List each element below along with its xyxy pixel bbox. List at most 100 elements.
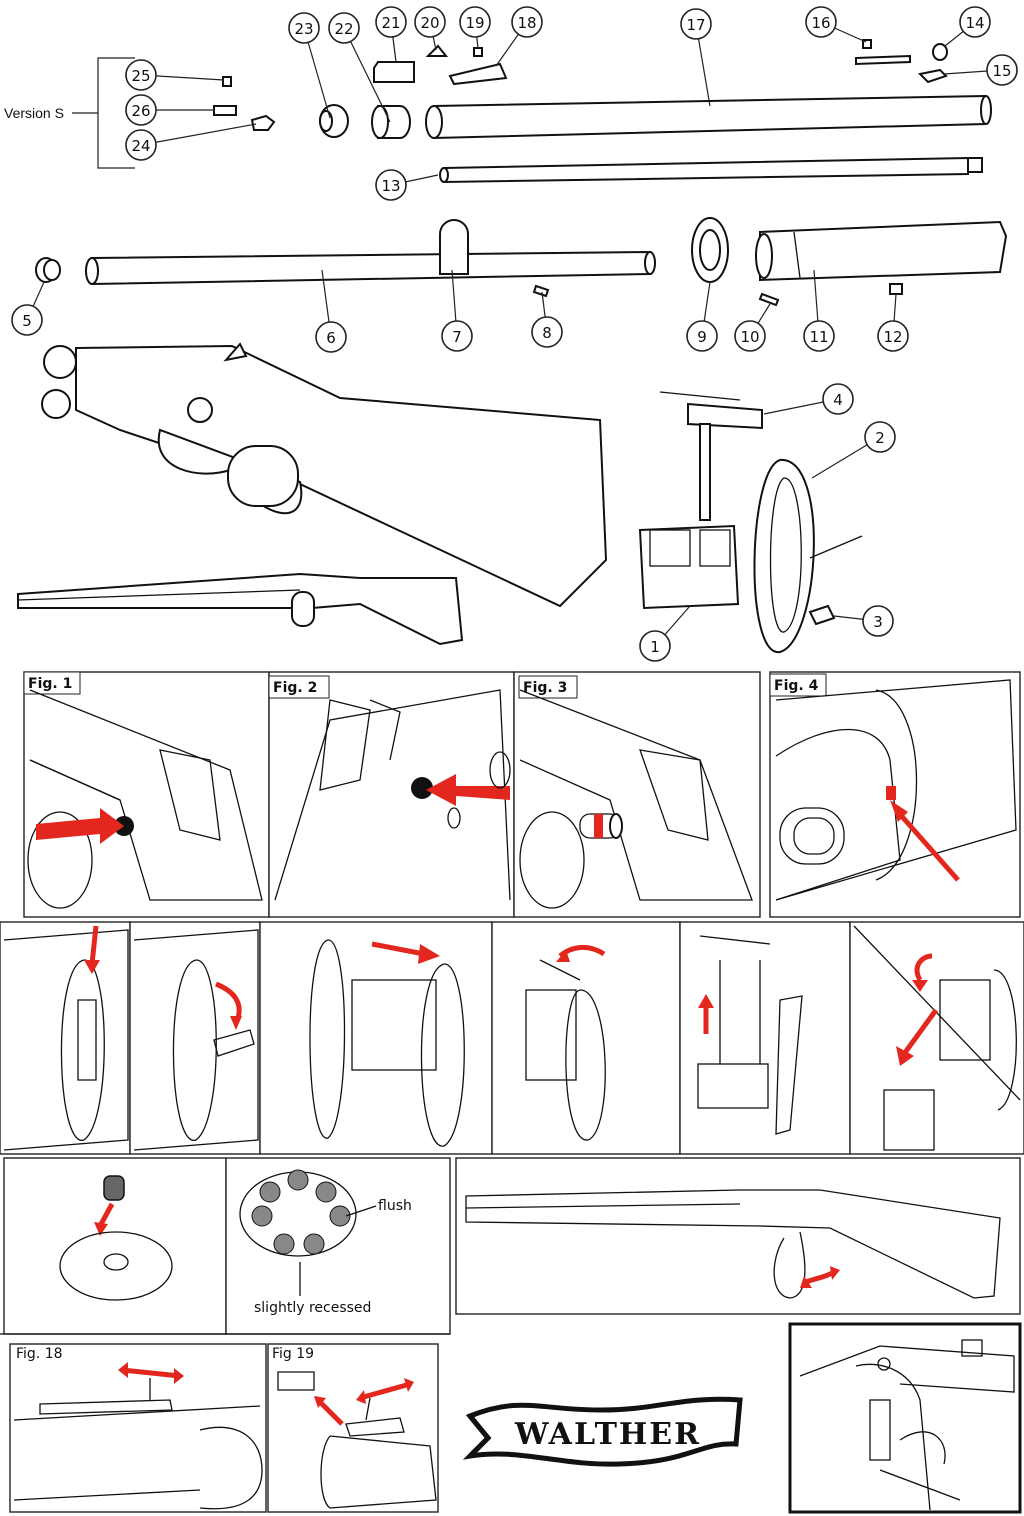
rifle-overview-small: [17, 572, 464, 646]
callout-number: 5: [22, 312, 32, 330]
receiver-and-stock: [41, 342, 608, 608]
callout-circle: [375, 169, 407, 201]
fig1-drawing: [27, 689, 263, 909]
fig1-panel: [23, 671, 270, 918]
callout-circle: [686, 320, 718, 352]
callout-circle: [531, 316, 563, 348]
part-7-band: [439, 219, 469, 275]
callout-circle: [125, 129, 157, 161]
part-19-screw: [473, 47, 483, 57]
callout-9: 9: [686, 281, 718, 352]
callout-number: 9: [697, 328, 707, 346]
callout-5: 5: [11, 281, 45, 336]
step3-drawing: [309, 939, 465, 1147]
callout-23: 23: [288, 12, 331, 119]
part-26-pin: [213, 105, 237, 116]
callout-number: 19: [465, 14, 484, 32]
callout-number: 14: [965, 14, 984, 32]
callout-circle: [315, 321, 347, 353]
callout-10: 10: [734, 303, 771, 352]
callout-15: 15: [943, 54, 1018, 86]
fig2-drawing: [274, 689, 511, 901]
fig2-arrow: [426, 774, 510, 806]
cocking-panel: [455, 1157, 1021, 1315]
step2-drawing: [133, 929, 259, 1151]
callout-number: 2: [875, 429, 885, 447]
part-20-blade: [425, 44, 449, 57]
callout-circle: [459, 6, 491, 38]
part-12-screw: [889, 283, 903, 295]
callout-circle: [11, 304, 43, 336]
fig3-label: Fig. 3: [523, 680, 567, 696]
step6-drawing: [853, 925, 1021, 1151]
mag-load-drawing: [59, 1175, 173, 1301]
callout-circle: [877, 320, 909, 352]
callout-6: 6: [315, 269, 347, 353]
part-11-forend: [755, 220, 1008, 282]
callout-16: 16: [805, 6, 867, 43]
fig1-arrow: [36, 808, 124, 844]
callout-number: 6: [326, 329, 336, 347]
fig18-drawing: [13, 1362, 263, 1510]
callout-circle: [328, 12, 360, 44]
callout-1: 1: [639, 605, 691, 662]
fig19-label: Fig 19: [272, 1346, 314, 1362]
callout-number: 3: [873, 613, 883, 631]
callout-number: 22: [334, 20, 353, 38]
callout-circle: [680, 8, 712, 40]
fig-row-4: Fig. 18 Fig 19 WALTHER: [0, 1322, 1022, 1514]
part-5-plug: [35, 257, 61, 283]
callout-number: 18: [517, 14, 536, 32]
fig4-label: Fig. 4: [774, 678, 819, 694]
step-panel-4: [491, 921, 681, 1155]
callout-17: 17: [680, 8, 712, 107]
step-panel-1: [0, 921, 131, 1155]
callout-circle: [441, 320, 473, 352]
part-24-sight: [250, 114, 276, 131]
detail-drawing: [799, 1339, 1015, 1511]
callout-13: 13: [375, 169, 439, 201]
callout-circle: [414, 6, 446, 38]
callout-number: 4: [833, 391, 843, 409]
step4-drawing: [525, 945, 606, 1141]
callout-number: 12: [883, 328, 902, 346]
callout-3: 3: [833, 605, 894, 637]
step-panel-2: [129, 921, 261, 1155]
callout-circle: [986, 54, 1018, 86]
step-panel-3: [259, 921, 493, 1155]
part-18-front-sight: [448, 62, 508, 86]
part-23-front-cap: [319, 104, 349, 138]
fig3-panel: [513, 671, 761, 918]
cocking-drawing: [465, 1189, 1001, 1299]
callout-number: 21: [381, 14, 400, 32]
callout-circle: [959, 6, 991, 38]
callout-26: 26: [125, 94, 214, 126]
recessed-label: slightly recessed: [254, 1300, 371, 1316]
callout-2: 2: [811, 421, 896, 479]
part-3-screw: [808, 604, 836, 626]
fig2-label: Fig. 2: [273, 680, 317, 696]
callout-circle: [805, 6, 837, 38]
callout-circle: [125, 59, 157, 91]
version-label: Version S: [4, 105, 64, 121]
callout-circle: [375, 6, 407, 38]
callout-number: 8: [542, 324, 552, 342]
callout-14: 14: [944, 6, 991, 47]
part-4-loading-tool: [659, 391, 763, 521]
part-6-magazine-tube: [85, 250, 656, 286]
fig-row-2: [0, 921, 1024, 1155]
callout-7: 7: [441, 269, 473, 352]
step5-drawing: [697, 935, 803, 1135]
callout-4: 4: [763, 383, 854, 415]
fig18-label: Fig. 18: [16, 1346, 63, 1362]
part-14-ring: [932, 43, 948, 61]
part-13-inner-barrel: [439, 156, 983, 184]
callout-19: 19: [459, 6, 491, 49]
part-16-screw: [862, 39, 872, 49]
callout-circle: [862, 605, 894, 637]
fig1-label: Fig. 1: [28, 676, 72, 692]
callout-number: 17: [686, 16, 705, 34]
part-21-sight-cover: [373, 61, 415, 83]
callout-number: 13: [381, 177, 400, 195]
